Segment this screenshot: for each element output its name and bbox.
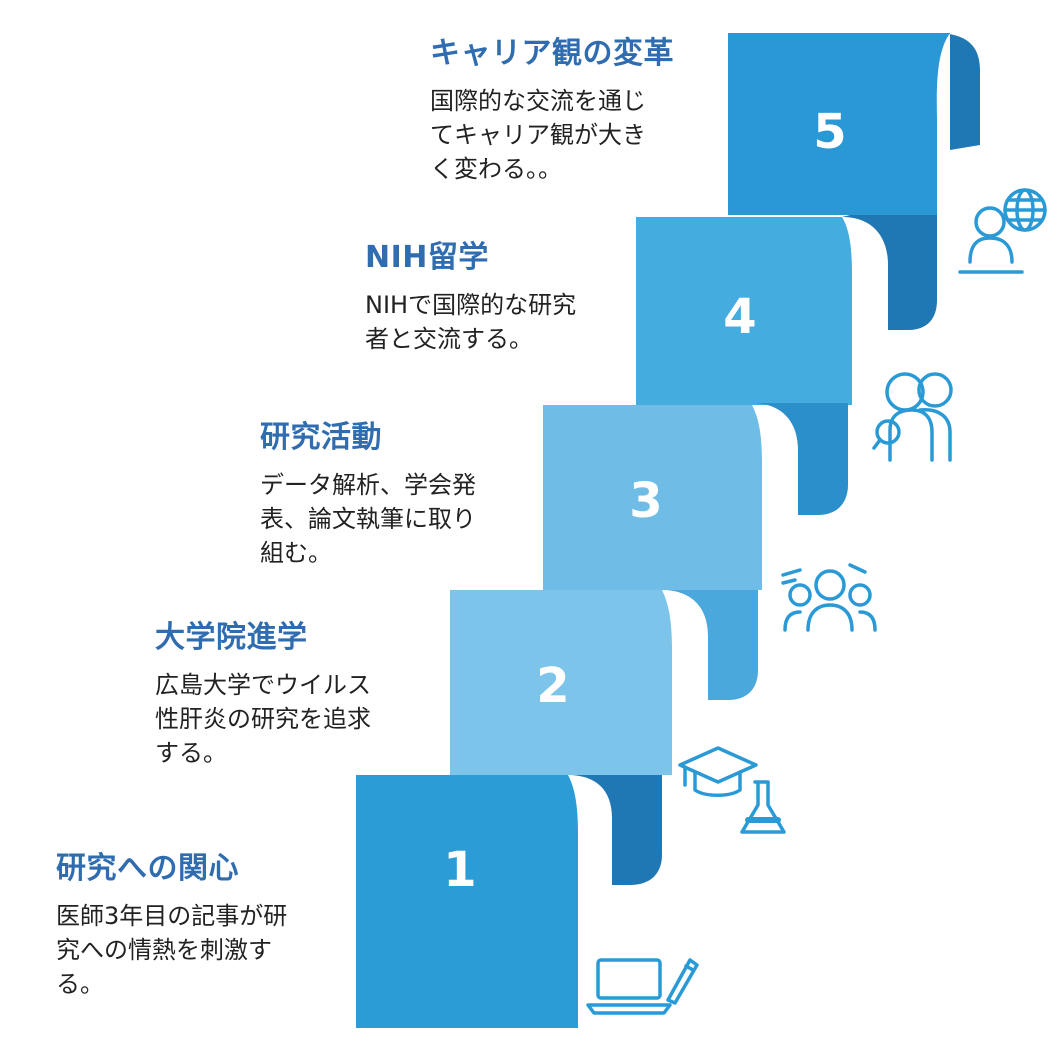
step-5-description: 国際的な交流を通じ てキャリア観が大き く変わる。。 [430,87,646,183]
step-4-text: NIH留学 NIHで国際的な研究 者と交流する。 [365,232,576,356]
step-number-1: 1 [443,842,476,898]
laptop-pen-icon [586,958,699,1015]
step-number-5: 5 [813,104,846,160]
step-number-3: 3 [629,473,662,529]
step-5-text: キャリア観の変革 国際的な交流を通じ てキャリア観が大き く変わる。。 [430,28,674,186]
banner-4-face [636,217,852,405]
step-banner-2 [450,590,758,775]
step-4-description: NIHで国際的な研究 者と交流する。 [365,291,577,353]
step-banner-1 [356,775,662,1028]
step-3-title: 研究活動 [260,420,382,455]
step-1-text: 研究への関心 医師3年目の記事が研 究への情熱を刺激す る。 [56,843,287,1001]
step-banner-4 [636,215,937,405]
step-number-4: 4 [723,289,756,345]
step-3-description: データ解析、学会発 表、論文執筆に取り 組む。 [260,471,476,567]
step-banner-5 [728,33,980,215]
banner-3-face [543,405,762,590]
step-1-description: 医師3年目の記事が研 究への情熱を刺激す る。 [56,902,288,998]
step-number-2: 2 [536,658,569,714]
banner-5-face [728,33,950,215]
team-icon [781,563,877,632]
step-5-title: キャリア観の変革 [430,36,674,71]
banner-1-face [356,775,578,1028]
step-2-title: 大学院進学 [155,620,308,655]
globe-person-icon [958,188,1047,274]
step-3-text: 研究活動 データ解析、学会発 表、論文執筆に取り 組む。 [260,412,476,570]
step-2-description: 広島大学でウイルス 性肝炎の研究を追求 する。 [155,671,371,767]
banner-2-face [450,590,672,775]
step-2-text: 大学院進学 広島大学でウイルス 性肝炎の研究を追求 する。 [155,612,371,770]
step-banner-3 [543,403,848,590]
step-1-title: 研究への関心 [56,851,239,886]
researchers-icon [872,372,953,462]
graduation-flask-icon [678,746,786,834]
step-4-title: NIH留学 [365,240,489,275]
